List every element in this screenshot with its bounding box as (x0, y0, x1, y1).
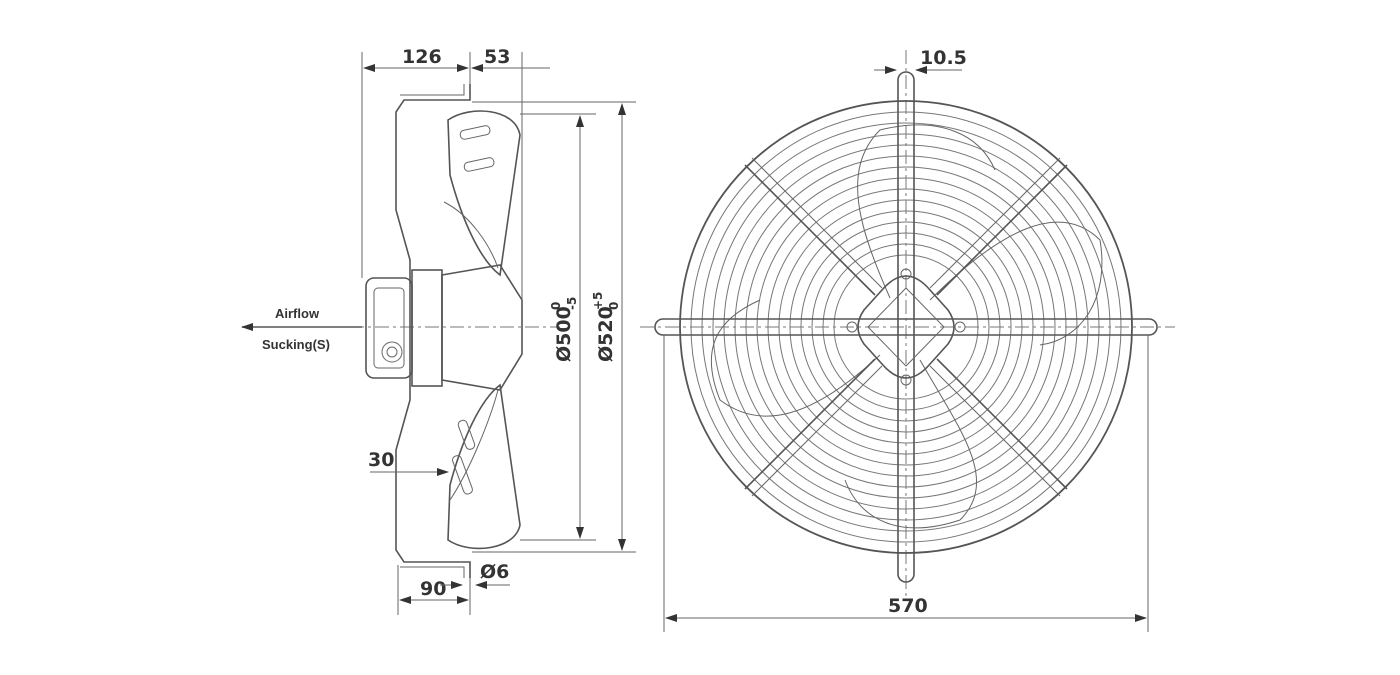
guard-ring (778, 199, 1034, 455)
dimension-500: Ø500 0 -5 (549, 297, 579, 362)
airflow-label: Airflow (275, 306, 320, 321)
guard-ring (734, 155, 1078, 499)
guard-ring (679, 100, 1133, 554)
svg-text:Ø500: Ø500 (553, 306, 575, 362)
dimension-570: 570 (888, 595, 928, 617)
guard-ring (756, 177, 1056, 477)
fan-blades (710, 124, 1103, 529)
mounting-bracket (395, 84, 471, 578)
dimension-30: 30 (368, 449, 394, 471)
guard-ring (701, 122, 1111, 532)
guard-spokes (654, 71, 1158, 583)
svg-text:0: 0 (549, 302, 563, 310)
dimension-126: 126 (402, 46, 442, 68)
dimension-6: Ø6 (480, 561, 509, 583)
dimension-53: 53 (484, 46, 510, 68)
guard-ring (811, 232, 1001, 422)
front-view: 10.5 570 (640, 47, 1175, 632)
guard-rings (679, 100, 1133, 554)
dimension-90: 90 (420, 578, 446, 600)
guard-ring (822, 243, 990, 411)
guard-ring (723, 144, 1089, 510)
sucking-label: Sucking(S) (262, 337, 330, 352)
guard-ring (800, 221, 1012, 433)
side-view: Airflow Sucking(S) 126 53 Ø500 0 -5 Ø520… (241, 46, 636, 615)
guard-ring (833, 254, 979, 400)
guard-ring (712, 133, 1100, 521)
blade-lower (447, 383, 521, 550)
svg-text:-5: -5 (565, 297, 579, 310)
dimension-10-5: 10.5 (920, 47, 967, 69)
motor-mount (857, 275, 955, 379)
motor-body (365, 277, 413, 379)
guard-ring (789, 210, 1023, 444)
rotor-hub (441, 264, 523, 391)
rotor-ribs (411, 269, 443, 387)
guard-ring (745, 166, 1067, 488)
svg-text:0: 0 (607, 302, 621, 310)
svg-text:+5: +5 (591, 292, 605, 310)
dimension-520: Ø520 +5 0 (591, 292, 621, 362)
blade-upper (447, 110, 521, 277)
terminal-box (381, 341, 403, 363)
guard-ring (690, 111, 1122, 543)
guard-ring (767, 188, 1045, 466)
svg-text:Ø520: Ø520 (595, 306, 617, 362)
